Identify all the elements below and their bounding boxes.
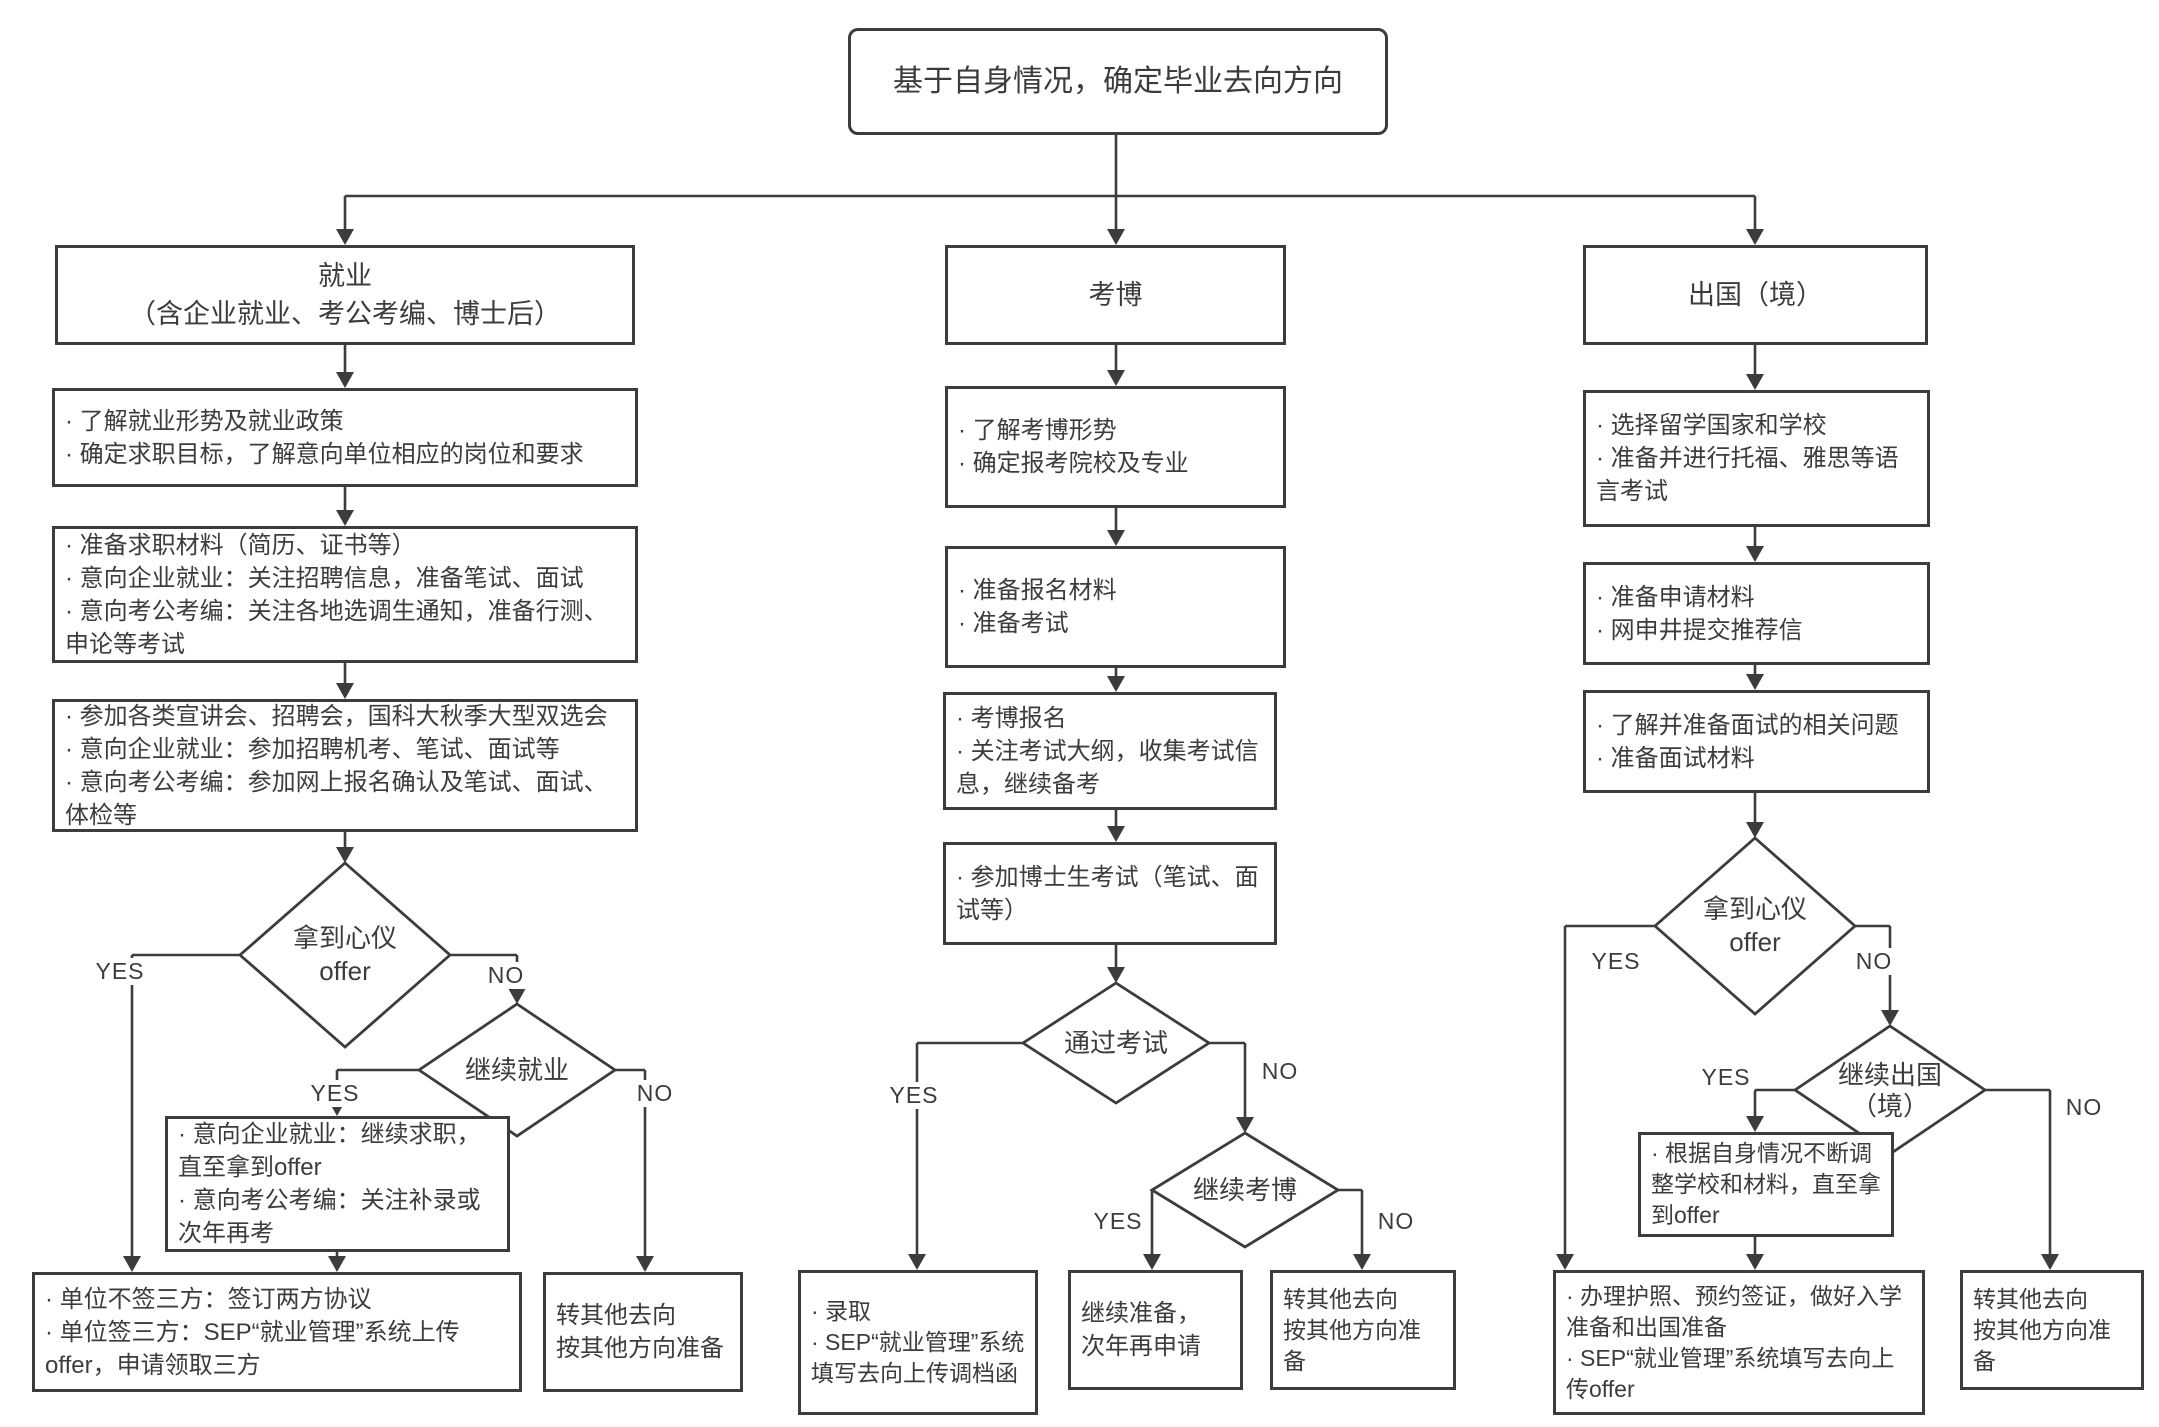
employment-continue-yes-label: YES (307, 1080, 363, 1107)
phd-admitted: · 录取 · SEP“就业管理”系统填写去向上传调档函 (798, 1270, 1038, 1415)
abroad-offer-yes-label: YES (1588, 948, 1644, 975)
abroad-continue-no-label: NO (2056, 1094, 2112, 1121)
employment-keep-trying: · 意向企业就业：继续求职，直至拿到offer · 意向考公考编：关注补录或次年… (165, 1116, 510, 1252)
phd-decision-pass: 通过考试 (1063, 1027, 1168, 1058)
phd-step-situation: · 了解考博形势 · 确定报考院校及专业 (945, 386, 1286, 508)
phd-pass-no-label: NO (1252, 1058, 1308, 1085)
abroad-step-school: · 选择留学国家和学校 · 准备并进行托福、雅思等语言考试 (1583, 390, 1930, 527)
employment-decision-offer: 拿到心仪 offer (292, 923, 397, 986)
employment-switch-path: 转其他去向 按其他方向准备 (543, 1272, 743, 1392)
phd-step-exam: · 参加博士生考试（笔试、面试等） (943, 842, 1277, 945)
employment-sign-agreement: · 单位不签三方：签订两方协议 · 单位签三方：SEP“就业管理”系统上传off… (32, 1272, 522, 1392)
employment-offer-no-label: NO (478, 962, 534, 989)
phd-step-prepare: · 准备报名材料 · 准备考试 (945, 546, 1286, 668)
employment-step-policy: · 了解就业形势及就业政策 · 确定求职目标，了解意向单位相应的岗位和要求 (52, 388, 638, 487)
abroad-switch-path: 转其他去向 按其他方向准备 (1960, 1270, 2144, 1390)
abroad-decision-continue: 继续出国 （境） (1837, 1060, 1942, 1121)
abroad-step-apply: · 准备申请材料 · 网申井提交推荐信 (1583, 562, 1930, 665)
employment-offer-yes-label: YES (92, 958, 148, 985)
abroad-header: 出国（境） (1583, 245, 1928, 345)
phd-switch-path: 转其他去向 按其他方向准备 (1270, 1270, 1456, 1390)
phd-step-register: · 考博报名 · 关注考试大纲，收集考试信息，继续备考 (943, 692, 1277, 810)
employment-continue-no-label: NO (627, 1080, 683, 1107)
employment-step-materials: · 准备求职材料（简历、证书等） · 意向企业就业：关注招聘信息，准备笔试、面试… (52, 526, 638, 663)
phd-pass-yes-label: YES (886, 1082, 942, 1109)
phd-continue-no-label: NO (1368, 1208, 1424, 1235)
phd-retry: 继续准备， 次年再申请 (1068, 1270, 1243, 1390)
phd-continue-yes-label: YES (1090, 1208, 1146, 1235)
abroad-step-interview: · 了解并准备面试的相关问题 · 准备面试材料 (1583, 690, 1930, 793)
abroad-adjust: · 根据自身情况不断调整学校和材料，直至拿到offer (1638, 1132, 1894, 1237)
employment-step-fairs: · 参加各类宣讲会、招聘会，国科大秋季大型双选会 · 意向企业就业：参加招聘机考… (52, 699, 638, 832)
phd-header: 考博 (945, 245, 1286, 345)
abroad-continue-yes-label: YES (1698, 1064, 1754, 1091)
abroad-decision-offer: 拿到心仪 offer (1702, 894, 1807, 957)
abroad-offer-no-label: NO (1846, 948, 1902, 975)
start-node: 基于自身情况，确定毕业去向方向 (848, 28, 1388, 135)
phd-decision-continue: 继续考博 (1192, 1174, 1297, 1205)
abroad-visa: · 办理护照、预约签证，做好入学准备和出国准备 · SEP“就业管理”系统填写去… (1553, 1270, 1925, 1415)
employment-decision-continue: 继续就业 (464, 1054, 569, 1085)
employment-header: 就业 （含企业就业、考公考编、博士后） (55, 245, 635, 345)
